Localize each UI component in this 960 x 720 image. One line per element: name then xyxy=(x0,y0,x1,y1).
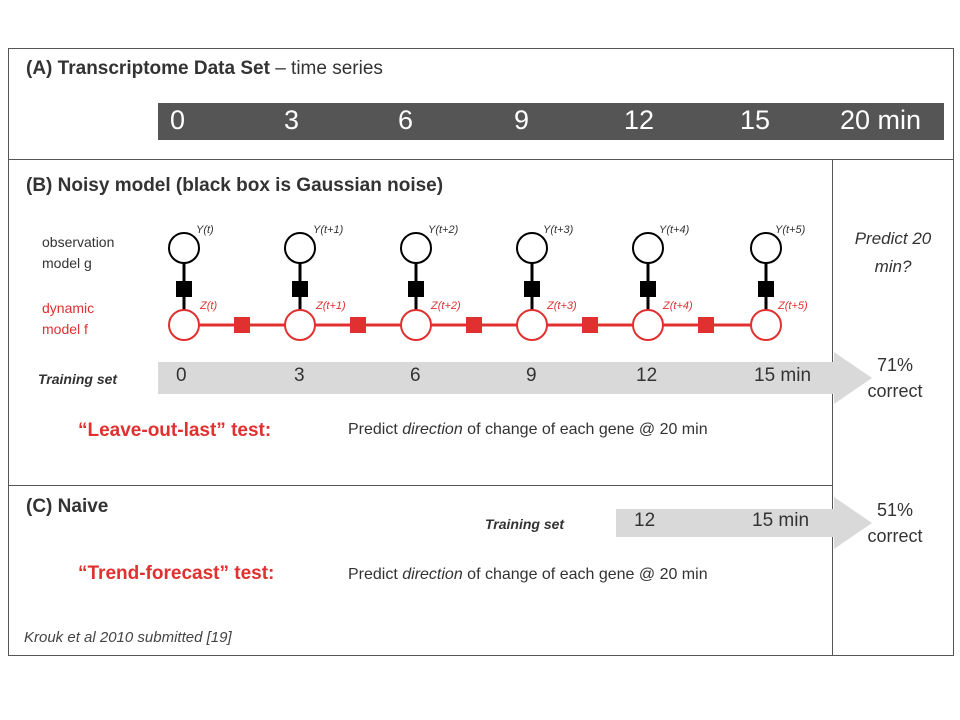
noise-box xyxy=(176,281,192,297)
training-set-label-b: Training set xyxy=(38,371,118,387)
timepoint-label: 9 xyxy=(514,105,530,135)
training-timepoint: 12 xyxy=(636,365,658,386)
state-node-label: Z(t+1) xyxy=(316,300,346,312)
state-nodes xyxy=(168,309,782,341)
training-timepoint: 9 xyxy=(526,365,537,386)
timepoint-label: 12 xyxy=(624,105,655,135)
observation-node-label: Y(t+4) xyxy=(659,224,690,236)
training-arrow-c xyxy=(616,497,872,549)
observation-node-label: Y(t+3) xyxy=(543,224,574,236)
observation-node xyxy=(400,232,432,264)
dynamic-model-label: dynamic model f xyxy=(42,300,95,337)
observation-node-label: Y(t+2) xyxy=(428,224,459,236)
observation-node xyxy=(168,232,200,264)
noise-box xyxy=(524,281,540,297)
training-timepoint: 3 xyxy=(294,365,305,386)
panel-a-title: (A) Transcriptome Data Set – time series xyxy=(26,58,383,79)
noise-box xyxy=(350,317,366,333)
noise-box xyxy=(582,317,598,333)
state-node-label: Z(t+4) xyxy=(663,300,693,312)
noise-box xyxy=(466,317,482,333)
timepoint-label: 6 xyxy=(398,105,414,135)
state-node-label: Z(t) xyxy=(200,300,218,312)
state-node-label: Z(t+5) xyxy=(778,300,808,312)
state-node xyxy=(168,309,200,341)
timepoint-label: 15 xyxy=(740,105,771,135)
observation-node-label: Y(t+5) xyxy=(775,224,806,236)
noise-box xyxy=(758,281,774,297)
result-b: 71% correct xyxy=(867,355,923,401)
observation-node xyxy=(750,232,782,264)
training-timepoint: 6 xyxy=(410,365,421,386)
state-node xyxy=(750,309,782,341)
leave-out-last-test-label: “Leave-out-last” test: xyxy=(78,420,272,441)
observation-node xyxy=(284,232,316,264)
observation-node-label: Y(t) xyxy=(196,224,214,236)
training-timepoints-c: 12 15 min xyxy=(616,509,834,537)
observation-nodes xyxy=(168,232,782,264)
training-timepoint: 15 min xyxy=(754,365,812,386)
citation: Krouk et al 2010 submitted [19] xyxy=(24,629,232,646)
observation-model-label: observation model g xyxy=(42,234,115,271)
noise-box xyxy=(640,281,656,297)
panel-c-title: (C) Naive xyxy=(26,496,109,517)
state-node-label: Z(t+3) xyxy=(547,300,577,312)
training-timepoint: 15 min xyxy=(752,510,810,531)
dynamic-noise-boxes xyxy=(234,317,714,333)
noise-box xyxy=(698,317,714,333)
predict-question: Predict 20 min? xyxy=(854,229,932,276)
training-set-label-c: Training set xyxy=(485,516,565,532)
trend-forecast-description: Predict direction of change of each gene… xyxy=(348,566,708,583)
timepoint-label: 3 xyxy=(284,105,300,135)
state-node xyxy=(632,309,664,341)
noise-box xyxy=(234,317,250,333)
result-c: 51% correct xyxy=(867,500,923,546)
state-node xyxy=(400,309,432,341)
observation-node xyxy=(516,232,548,264)
noise-box xyxy=(292,281,308,297)
panel-b-title: (B) Noisy model (black box is Gaussian n… xyxy=(26,175,444,196)
timepoint-bar: 0 3 6 9 12 15 20 min xyxy=(158,103,944,140)
state-node xyxy=(284,309,316,341)
training-arrow-b xyxy=(158,352,872,404)
timepoint-label: 0 xyxy=(170,105,186,135)
observation-node-label: Y(t+1) xyxy=(313,224,344,236)
state-node xyxy=(516,309,548,341)
training-timepoint: 12 xyxy=(634,510,656,531)
training-timepoint: 0 xyxy=(176,365,187,386)
observation-node xyxy=(632,232,664,264)
observation-noise-boxes xyxy=(176,281,774,297)
noise-box xyxy=(408,281,424,297)
training-timepoints-b: 0 3 6 9 12 15 min xyxy=(158,362,834,394)
timepoint-label: 20 min xyxy=(840,105,922,135)
state-node-label: Z(t+2) xyxy=(431,300,461,312)
trend-forecast-test-label: “Trend-forecast” test: xyxy=(78,563,275,584)
side-column-frame xyxy=(832,159,954,656)
leave-out-last-description: Predict direction of change of each gene… xyxy=(348,421,708,438)
